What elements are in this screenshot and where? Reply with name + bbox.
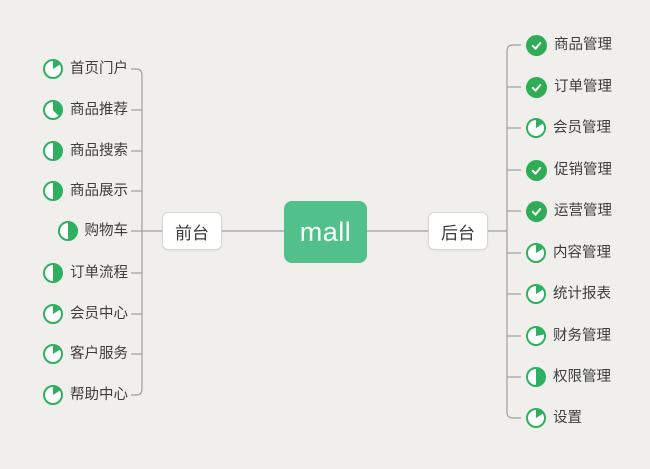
topic-label: 促销管理 (554, 162, 612, 178)
progress-pie-icon (43, 263, 63, 283)
progress-pie-icon (43, 385, 63, 405)
progress-pie-icon (57, 221, 78, 241)
progress-pie-icon (43, 344, 63, 364)
check-done-icon (526, 76, 547, 98)
topic-label: 订单流程 (70, 265, 128, 281)
topic-shopping-cart[interactable]: 购物车 (57, 220, 129, 242)
branch-node-frontend[interactable]: 前台 (162, 212, 222, 250)
progress-pie-icon (526, 408, 546, 428)
topic-promotion-admin[interactable]: 促销管理 (526, 159, 612, 181)
topic-label: 商品推荐 (70, 102, 128, 118)
topic-label: 订单管理 (554, 79, 612, 95)
topic-help-center[interactable]: 帮助中心 (43, 384, 128, 406)
topic-content-admin[interactable]: 内容管理 (526, 242, 611, 264)
topic-operation-admin[interactable]: 运营管理 (526, 200, 612, 222)
topic-statistics-report[interactable]: 统计报表 (526, 283, 611, 305)
root-topic-mall[interactable]: mall (284, 201, 367, 263)
progress-pie-icon (526, 118, 546, 138)
topic-label: 商品展示 (70, 183, 128, 199)
topic-member-center[interactable]: 会员中心 (43, 303, 128, 325)
topic-customer-service[interactable]: 客户服务 (43, 343, 128, 365)
topic-label: 财务管理 (553, 328, 611, 344)
topic-label: 购物车 (84, 223, 129, 239)
progress-pie-icon (526, 243, 546, 263)
topic-label: 内容管理 (553, 245, 611, 261)
branch-node-backend[interactable]: 后台 (428, 212, 488, 250)
topic-label: 商品搜索 (70, 143, 128, 159)
progress-pie-icon (526, 367, 546, 387)
topic-product-recommend[interactable]: 商品推荐 (43, 99, 128, 121)
progress-pie-icon (526, 326, 546, 346)
progress-pie-icon (43, 100, 63, 120)
topic-product-admin[interactable]: 商品管理 (526, 34, 612, 56)
topic-label: 会员中心 (70, 306, 128, 322)
topic-order-flow[interactable]: 订单流程 (43, 262, 128, 284)
topic-permission-admin[interactable]: 权限管理 (526, 366, 611, 388)
topic-finance-admin[interactable]: 财务管理 (526, 325, 611, 347)
progress-pie-icon (526, 284, 546, 304)
check-done-icon (526, 200, 547, 222)
topic-member-admin[interactable]: 会员管理 (526, 117, 611, 139)
topic-label: 权限管理 (553, 369, 611, 385)
topic-product-display[interactable]: 商品展示 (43, 180, 128, 202)
progress-pie-icon (43, 141, 63, 161)
topic-label: 商品管理 (554, 37, 612, 53)
topic-product-search[interactable]: 商品搜索 (43, 140, 128, 162)
topic-label: 会员管理 (553, 120, 611, 136)
topic-label: 设置 (553, 410, 582, 426)
topic-label: 运营管理 (554, 203, 612, 219)
check-done-icon (526, 34, 547, 56)
topic-home-portal[interactable]: 首页门户 (43, 58, 128, 80)
progress-pie-icon (43, 181, 63, 201)
progress-pie-icon (43, 304, 63, 324)
topic-label: 客户服务 (70, 346, 128, 362)
topic-label: 帮助中心 (70, 387, 128, 403)
topic-label: 首页门户 (70, 61, 128, 77)
topic-order-admin[interactable]: 订单管理 (526, 76, 612, 98)
topic-label: 统计报表 (553, 286, 611, 302)
check-done-icon (526, 159, 547, 181)
topic-settings[interactable]: 设置 (526, 407, 582, 429)
progress-pie-icon (43, 59, 63, 79)
